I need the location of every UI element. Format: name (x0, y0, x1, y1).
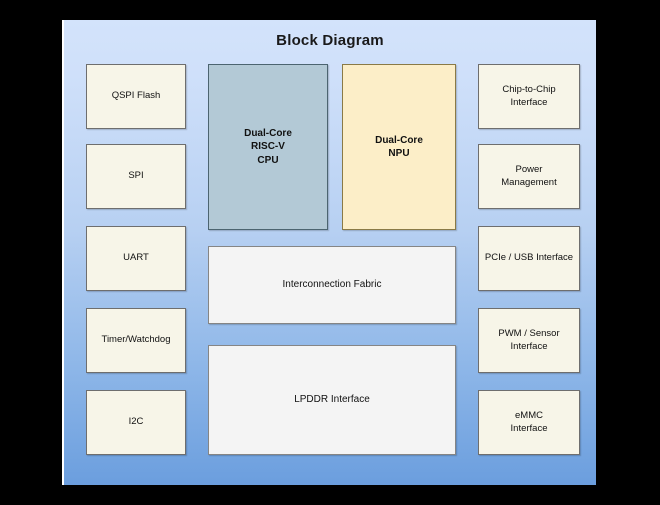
block-chip-to-chip-interface[interactable]: Chip-to-Chip Interface (478, 64, 580, 129)
block-qspi-flash[interactable]: QSPI Flash (86, 64, 186, 129)
block-power-management[interactable]: Power Management (478, 144, 580, 209)
block-label: Dual-Core NPU (375, 134, 423, 160)
block-label: Chip-to-Chip Interface (502, 83, 556, 108)
page-title: Block Diagram (276, 32, 384, 49)
block-uart[interactable]: UART (86, 226, 186, 291)
block-label: Dual-Core RISC-V CPU (244, 127, 292, 166)
block-dual-core-riscv-cpu[interactable]: Dual-Core RISC-V CPU (208, 64, 328, 230)
block-label: PWM / Sensor Interface (498, 327, 560, 352)
block-label: Power Management (501, 163, 557, 188)
block-interconnection-fabric[interactable]: Interconnection Fabric (208, 246, 456, 324)
block-dual-core-npu[interactable]: Dual-Core NPU (342, 64, 456, 230)
block-label: UART (123, 252, 149, 264)
block-label: QSPI Flash (111, 90, 161, 102)
block-label: PCIe / USB Interface (484, 252, 574, 264)
block-timer-watchdog[interactable]: Timer/Watchdog (86, 308, 186, 373)
block-label: LPDDR Interface (294, 394, 370, 406)
block-label: eMMC Interface (510, 409, 548, 434)
block-pwm-sensor-interface[interactable]: PWM / Sensor Interface (478, 308, 580, 373)
block-diagram-panel: Block Diagram QSPI Flash SPI UART Timer/… (64, 20, 596, 485)
block-label: I2C (128, 416, 144, 428)
block-emmc-interface[interactable]: eMMC Interface (478, 390, 580, 455)
block-label: SPI (128, 170, 144, 182)
block-pcie-usb-interface[interactable]: PCIe / USB Interface (478, 226, 580, 291)
block-i2c[interactable]: I2C (86, 390, 186, 455)
block-label: Timer/Watchdog (101, 334, 171, 346)
block-spi[interactable]: SPI (86, 144, 186, 209)
block-label: Interconnection Fabric (282, 279, 382, 291)
block-lpddr-interface[interactable]: LPDDR Interface (208, 345, 456, 455)
